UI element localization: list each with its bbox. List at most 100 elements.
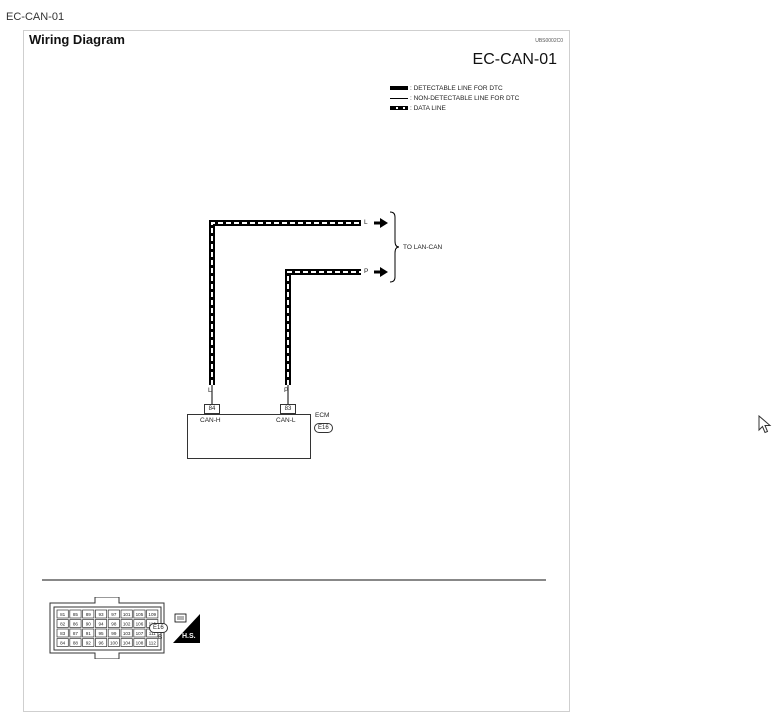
- connector-view-badge: E16: [149, 623, 168, 633]
- connector-pin-number: 86: [73, 622, 79, 627]
- connector-color-code: B: [158, 634, 163, 641]
- legend-data-line: : DATA LINE: [390, 103, 519, 113]
- legend-data-line-label: : DATA LINE: [410, 104, 446, 112]
- connector-pin-number: 92: [86, 641, 92, 646]
- connector-pin-number: 108: [136, 641, 144, 646]
- connector-pin-grid: 8185899397101105109828690949810210611083…: [56, 609, 159, 647]
- legend-non-detectable: : NON-DETECTABLE LINE FOR DTC: [390, 93, 519, 103]
- connector-pin-cell: [133, 628, 146, 638]
- can-l-terminal: 83: [280, 404, 296, 414]
- connector-pin-number: 107: [136, 631, 144, 636]
- legend-non-detectable-label: : NON-DETECTABLE LINE FOR DTC: [410, 94, 520, 102]
- can-l-data-line-dash: [287, 271, 361, 385]
- legend-detectable-label: : DETECTABLE LINE FOR DTC: [410, 84, 503, 92]
- connector-pin-number: 85: [73, 612, 79, 617]
- can-h-terminal: 84: [204, 404, 220, 414]
- can-h-data-line-dash: [211, 222, 361, 385]
- sheet-title: Wiring Diagram: [29, 32, 125, 47]
- connector-pin-number: 84: [60, 641, 66, 646]
- connector-pin-cell: [69, 609, 82, 619]
- connector-pin-number: 104: [123, 641, 131, 646]
- connector-pin-cell: [120, 628, 133, 638]
- can-l-data-line-outline: [285, 269, 361, 385]
- connector-e16-face-view: 8185899397101105109828690949810210611083…: [49, 597, 165, 659]
- connector-pin-cell: [146, 609, 159, 619]
- connector-pin-cell: [120, 609, 133, 619]
- connector-pin-number: 96: [98, 641, 104, 646]
- connector-pin-number: 88: [73, 641, 79, 646]
- connector-pin-cell: [95, 609, 108, 619]
- connector-pin-cell: [82, 619, 95, 628]
- wiring-lines: [209, 211, 400, 404]
- ecm-box: [187, 414, 311, 459]
- connector-pin-number: 97: [111, 612, 117, 617]
- wiring-diagram-sheet: Wiring Diagram UBS0002C0 EC-CAN-01 : DET…: [23, 30, 570, 712]
- hs-connector-icon: [173, 613, 200, 643]
- wire-color-l-label: L: [364, 219, 368, 226]
- mouse-pointer-icon: [758, 415, 772, 434]
- reference-code: UBS0002C0: [535, 38, 563, 44]
- connector-pin-number: 112: [149, 641, 157, 646]
- wire-color-p-vertical-label: P: [284, 387, 289, 394]
- connector-pin-cell: [133, 609, 146, 619]
- connector-pin-number: 87: [73, 631, 79, 636]
- connector-pin-number: 109: [148, 612, 156, 617]
- connector-pin-cell: [82, 628, 95, 638]
- connector-pin-number: 83: [60, 631, 66, 636]
- connector-pin-cell: [95, 619, 108, 628]
- connector-pin-cell: [120, 619, 133, 628]
- hs-symbol: H.S.: [173, 612, 201, 644]
- connector-pin-number: 106: [136, 622, 144, 627]
- connector-pin-cell: [95, 628, 108, 638]
- can-l-label: CAN-L: [276, 417, 296, 424]
- connector-pin-number: 82: [60, 622, 66, 627]
- page-top-label: EC-CAN-01: [6, 11, 65, 23]
- connector-pin-cell: [56, 628, 69, 638]
- connector-pin-cell: [146, 638, 159, 647]
- connector-pin-cell: [107, 638, 120, 647]
- connector-pin-number: 100: [110, 641, 118, 646]
- legend-detectable: : DETECTABLE LINE FOR DTC: [390, 83, 519, 93]
- connector-pin-cell: [82, 609, 95, 619]
- connector-pin-cell: [107, 609, 120, 619]
- connector-pin-cell: [133, 638, 146, 647]
- line-legend: : DETECTABLE LINE FOR DTC : NON-DETECTAB…: [390, 83, 519, 113]
- connector-pin-cell: [107, 628, 120, 638]
- connector-pin-number: 95: [98, 631, 104, 636]
- ecm-label: ECM: [315, 412, 330, 419]
- connector-pin-number: 101: [123, 612, 131, 617]
- connector-pin-cell: [107, 619, 120, 628]
- hs-label: H.S.: [182, 633, 196, 640]
- connector-pin-number: 102: [123, 622, 131, 627]
- connector-pin-number: 98: [111, 622, 117, 627]
- connector-pin-cell: [69, 619, 82, 628]
- lan-can-brace: [389, 211, 400, 283]
- connector-pin-cell: [82, 638, 95, 647]
- section-divider: [42, 579, 546, 581]
- wire-color-p-label: P: [364, 268, 369, 275]
- connector-pin-number: 99: [111, 631, 117, 636]
- connector-pin-cell: [56, 619, 69, 628]
- connector-pin-number: 91: [86, 631, 92, 636]
- ecm-connector-badge: E16: [314, 423, 333, 433]
- lan-can-destination-label: TO LAN-CAN: [403, 244, 443, 251]
- wire-color-l-vertical-label: L: [208, 387, 212, 394]
- l-arrow-head: [380, 218, 388, 228]
- connector-pin-number: 94: [98, 622, 104, 627]
- detectable-line-swatch: [390, 86, 408, 90]
- p-arrow-head: [380, 267, 388, 277]
- connector-pin-number: 93: [98, 612, 104, 617]
- connector-pin-cell: [69, 628, 82, 638]
- connector-pin-cell: [120, 638, 133, 647]
- can-h-label: CAN-H: [200, 417, 221, 424]
- page-id: EC-CAN-01: [472, 51, 557, 68]
- connector-pin-cell: [95, 638, 108, 647]
- connector-pin-number: 90: [86, 622, 92, 627]
- connector-pin-cell: [133, 619, 146, 628]
- connector-pin-cell: [56, 638, 69, 647]
- connector-pin-number: 81: [60, 612, 66, 617]
- connector-pin-cell: [69, 638, 82, 647]
- connector-pin-number: 105: [136, 612, 144, 617]
- non-detectable-line-swatch: [390, 97, 408, 99]
- connector-pin-number: 89: [86, 612, 92, 617]
